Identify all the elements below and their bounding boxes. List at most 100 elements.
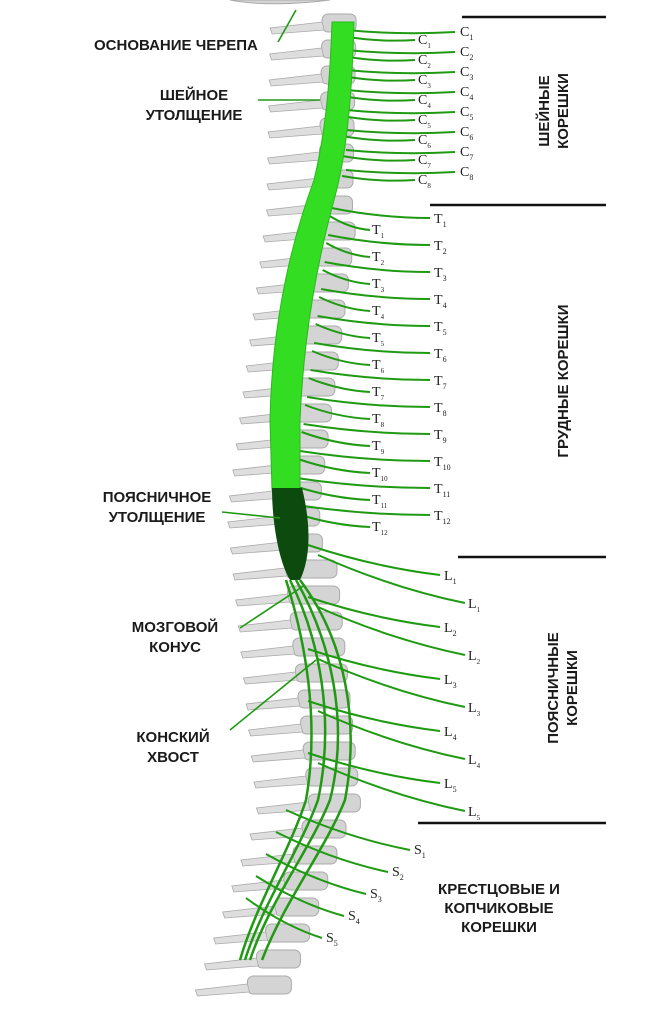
segment-label: C7 — [460, 145, 473, 162]
segment-label: T8 — [434, 401, 447, 418]
segment-label: C4 — [418, 93, 431, 110]
spinous-process — [229, 541, 285, 555]
nerve-root — [345, 69, 456, 75]
label-line: КОНСКИЙ — [136, 729, 210, 746]
nerve-root — [296, 504, 431, 516]
nerve-root — [345, 169, 456, 175]
nerve-root — [324, 261, 431, 273]
nerve-root — [303, 423, 431, 435]
group-label-thoracic: ГРУДНЫЕ КОРЕШКИ — [554, 296, 576, 466]
segment-label: T1 — [434, 212, 447, 229]
segment-label: T3 — [434, 266, 447, 283]
vertebra-body — [300, 715, 354, 735]
nerve-root — [329, 215, 371, 231]
spinous-process — [240, 645, 296, 659]
label-cauda-equina: КОНСКИЙ ХВОСТ — [120, 728, 226, 768]
spinous-process — [235, 593, 291, 607]
segment-label: T6 — [372, 358, 385, 375]
spinous-process — [269, 21, 325, 35]
label-cervical-enlargement: ШЕЙНОЕ УТОЛЩЕНИЕ — [134, 86, 254, 126]
nerve-root — [296, 477, 431, 489]
nerve-root — [345, 149, 456, 155]
segment-label: S4 — [348, 909, 360, 926]
nerve-root — [265, 853, 367, 895]
segment-label: C8 — [418, 173, 431, 190]
nerve-root — [345, 49, 456, 55]
label-line: ШЕЙНОЕ — [159, 87, 229, 104]
group-label-line: ГРУДНЫЕ КОРЕШКИ — [555, 304, 572, 458]
nerve-root — [341, 135, 416, 142]
segment-label: S5 — [326, 931, 338, 948]
segment-label: S3 — [370, 887, 382, 904]
group-label-line: КОРЕШКИ — [564, 650, 581, 726]
group-label-line: КРЕСТЦОВЫЕ И — [438, 881, 560, 898]
segment-label: T9 — [434, 428, 447, 445]
segment-label: C7 — [418, 153, 431, 170]
group-label-line: ШЕЙНЫЕ — [536, 75, 553, 147]
label-conus-medullaris: МОЗГОВОЙ КОНУС — [118, 618, 232, 658]
skull-base-bone — [229, 0, 331, 5]
segment-label: T10 — [372, 466, 388, 483]
spinous-process — [242, 671, 298, 685]
nerve-root — [317, 606, 466, 656]
nerve-root — [304, 404, 371, 420]
group-label-line: КОПЧИКОВЫЕ — [444, 900, 554, 917]
vertebra-body — [274, 897, 320, 917]
nerve-root — [275, 831, 389, 873]
vertebra-body — [246, 975, 292, 995]
segment-label: C1 — [460, 25, 473, 42]
segment-label: T12 — [434, 509, 451, 526]
spinous-process — [245, 697, 301, 711]
segment-label: C6 — [460, 125, 473, 142]
nerve-root — [327, 234, 431, 246]
label-line: УТОЛЩЕНИЕ — [145, 107, 243, 124]
nerve-root — [245, 897, 323, 939]
segment-label: T5 — [434, 320, 447, 337]
group-label-cervical: ШЕЙНЫЕ КОРЕШКИ — [535, 51, 575, 171]
segment-label: C5 — [460, 105, 473, 122]
spinous-process — [268, 73, 324, 87]
segment-label: L1 — [444, 569, 457, 586]
segment-label: L5 — [468, 805, 481, 822]
segment-label: C5 — [418, 113, 431, 130]
nerve-root — [255, 875, 345, 917]
segment-label: C1 — [418, 33, 431, 50]
label-line: ПОЯСНИЧНОЕ — [102, 489, 212, 506]
segment-label: C2 — [460, 45, 473, 62]
label-lumbar-enlargement: ПОЯСНИЧНОЕ УТОЛЩЕНИЕ — [90, 488, 224, 528]
segment-label: T12 — [372, 520, 388, 537]
nerve-root — [320, 288, 431, 300]
segment-label: T7 — [372, 385, 385, 402]
nerve-root — [325, 242, 371, 258]
spinous-process — [250, 749, 306, 763]
nerve-root — [307, 648, 441, 680]
spinous-process — [203, 957, 260, 971]
segment-label: C4 — [460, 85, 473, 102]
segment-label: T6 — [434, 347, 447, 364]
segment-label: T5 — [372, 331, 385, 348]
spinous-process — [248, 723, 304, 737]
nerve-root — [317, 710, 466, 760]
spinous-process — [255, 801, 311, 815]
nerve-root — [318, 296, 371, 312]
segment-label: T2 — [434, 239, 447, 256]
nerve-root — [345, 129, 456, 135]
label-line: УТОЛЩЕНИЕ — [108, 509, 206, 526]
segment-label: L2 — [468, 649, 481, 666]
segment-label: L5 — [444, 777, 457, 794]
segment-label: L3 — [468, 701, 481, 718]
group-label-lumbar: ПОЯСНИЧНЫЕ КОРЕШКИ — [544, 623, 584, 753]
segment-label: C3 — [418, 73, 431, 90]
pointer-line — [277, 9, 297, 43]
pointer-line — [229, 659, 317, 731]
group-label-line: КОРЕШКИ — [555, 73, 572, 149]
group-label-line: ПОЯСНИЧНЫЕ — [545, 632, 562, 744]
vertebra-body — [265, 923, 311, 943]
spinous-process — [267, 125, 323, 139]
segment-label: T1 — [372, 223, 385, 240]
label-line: МОЗГОВОЙ — [131, 619, 219, 636]
nerve-root — [322, 269, 371, 285]
segment-label: T2 — [372, 250, 385, 267]
